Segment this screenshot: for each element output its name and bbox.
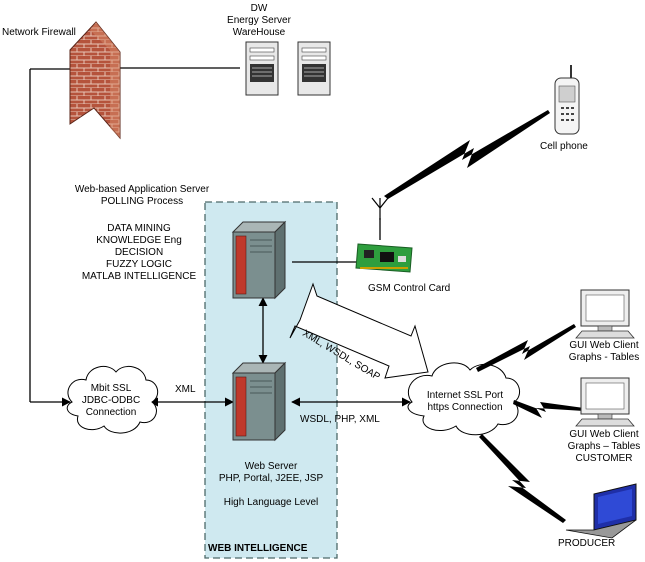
intelligence-item-knowledge: KNOWLEDGE Eng	[96, 235, 182, 246]
lightning-icon	[476, 324, 576, 372]
cell-phone-icon	[554, 65, 580, 135]
cloud-icon	[66, 365, 159, 434]
laptop-icon	[565, 483, 637, 539]
cell-phone-label: Cell phone	[540, 141, 588, 152]
mbit-label-line1: Mbit SSL	[90, 383, 132, 394]
intelligence-item-matlab: MATLAB INTELLIGENCE	[81, 271, 197, 282]
intelligence-item-decision: DECISION	[114, 247, 164, 258]
high-language-label: High Language Level	[223, 497, 319, 508]
firewall-label: Network Firewall	[2, 27, 76, 38]
client1-label-line2: Graphs - Tables	[568, 352, 640, 363]
monitor-icon	[575, 377, 635, 427]
monitor-icon	[575, 289, 635, 339]
web-server-icon	[231, 361, 287, 442]
server-icon	[297, 41, 331, 96]
intelligence-item-fuzzy-logic: FUZZY LOGIC	[106, 259, 172, 270]
application-server-icon	[231, 220, 287, 300]
lightning-icon	[384, 110, 550, 199]
xml-wsdl-soap-arrow	[289, 282, 429, 379]
internet-label-line2: https Connection	[427, 402, 503, 413]
app-server-label-line1: Web-based Application Server	[74, 184, 210, 195]
client2-label-line3: CUSTOMER	[575, 453, 633, 464]
app-server-label-line2: POLLING Process	[100, 196, 184, 207]
firewall-icon	[69, 21, 121, 140]
dw-label-line1: DW	[250, 3, 268, 14]
intelligence-item-data-mining: DATA MINING	[107, 223, 171, 234]
client2-label-line1: GUI Web Client	[569, 429, 639, 440]
web-server-label-line1: Web Server	[244, 461, 298, 472]
antenna-icon	[371, 197, 389, 220]
internet-label-line1: Internet SSL Port	[426, 390, 504, 401]
wsdl-php-xml-label: WSDL, PHP, XML	[300, 414, 380, 425]
xml-label: XML	[175, 384, 196, 395]
lightning-icon	[513, 400, 584, 418]
dw-label-line3: WareHouse	[232, 27, 286, 38]
web-intelligence-label: WEB INTELLIGENCE	[208, 543, 308, 554]
web-server-label-line2: PHP, Portal, J2EE, JSP	[218, 473, 324, 484]
gsm-card-icon	[355, 243, 413, 273]
dw-label-line2: Energy Server	[227, 15, 291, 26]
mbit-label-line3: Connection	[85, 407, 137, 418]
server-icon	[245, 41, 279, 96]
mbit-label-line2: JDBC-ODBC	[81, 395, 141, 406]
lightning-icon	[479, 434, 566, 523]
gsm-card-label: GSM Control Card	[368, 283, 451, 294]
client1-label-line1: GUI Web Client	[569, 340, 639, 351]
client2-label-line2: Graphs – Tables	[567, 441, 641, 452]
producer-label: PRODUCER	[558, 538, 616, 549]
